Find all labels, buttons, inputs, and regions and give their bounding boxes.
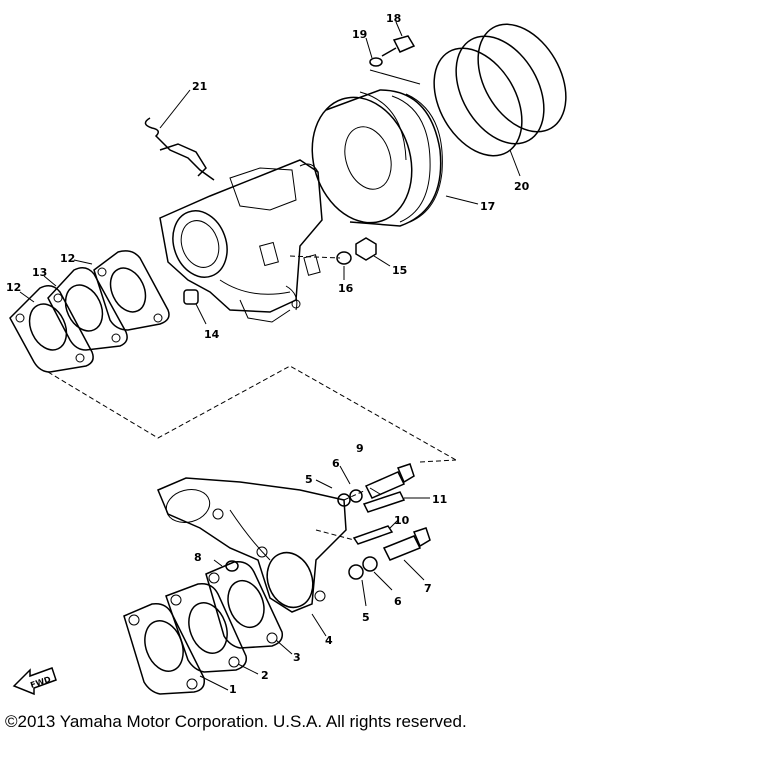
label-9: 9	[356, 442, 364, 455]
label-18: 18	[386, 12, 401, 25]
label-21: 21	[192, 80, 207, 93]
o-ring-8	[225, 560, 239, 572]
bolt-18	[381, 21, 416, 57]
intake-manifold-4	[157, 477, 347, 613]
fwd-arrow-icon: FWD	[12, 667, 57, 696]
bushing-14	[183, 289, 207, 325]
label-2: 2	[261, 669, 269, 682]
label-15: 15	[392, 264, 407, 277]
label-7: 7	[424, 582, 432, 595]
gasket-1	[123, 602, 206, 695]
gasket-12-right	[93, 250, 170, 331]
nut-15	[355, 237, 391, 267]
stud-11	[362, 491, 430, 513]
stud-10	[352, 519, 399, 545]
filter-rings-20	[433, 23, 567, 177]
bolt-9	[364, 463, 415, 499]
fwd-badge-text: FWD	[29, 675, 52, 690]
label-14: 14	[204, 328, 220, 341]
copyright-notice: ©2013 Yamaha Motor Corporation. U.S.A. A…	[5, 712, 467, 731]
label-19: 19	[352, 28, 367, 41]
label-8: 8	[194, 551, 202, 564]
bolt-7	[382, 527, 431, 581]
label-12-right: 12	[60, 252, 75, 265]
insulator-2	[165, 582, 248, 673]
gasket-13	[47, 267, 128, 351]
label-6-upper: 6	[332, 457, 340, 470]
washer-5-lower	[348, 564, 367, 607]
label-4: 4	[325, 634, 333, 647]
washer-6-upper	[339, 465, 363, 503]
label-12-left: 12	[6, 281, 21, 294]
label-11: 11	[432, 493, 447, 506]
label-16: 16	[338, 282, 354, 295]
label-13: 13	[32, 266, 47, 279]
carburetor	[159, 159, 323, 323]
label-20: 20	[514, 180, 530, 193]
label-10: 10	[394, 514, 410, 527]
label-5-upper: 5	[305, 473, 313, 486]
throttle-link-21	[144, 89, 215, 181]
label-5-lower: 5	[362, 611, 370, 624]
washer-6-lower	[362, 556, 393, 591]
label-1: 1	[229, 683, 237, 696]
washer-5-upper	[315, 479, 351, 507]
label-17: 17	[480, 200, 495, 213]
gasket-12-left	[9, 285, 94, 373]
label-6-lower: 6	[394, 595, 402, 608]
gasket-3	[205, 560, 284, 649]
label-3: 3	[293, 651, 301, 664]
washer-16	[336, 251, 352, 280]
air-filter-housing-17	[311, 89, 479, 227]
washer-19	[365, 37, 383, 67]
